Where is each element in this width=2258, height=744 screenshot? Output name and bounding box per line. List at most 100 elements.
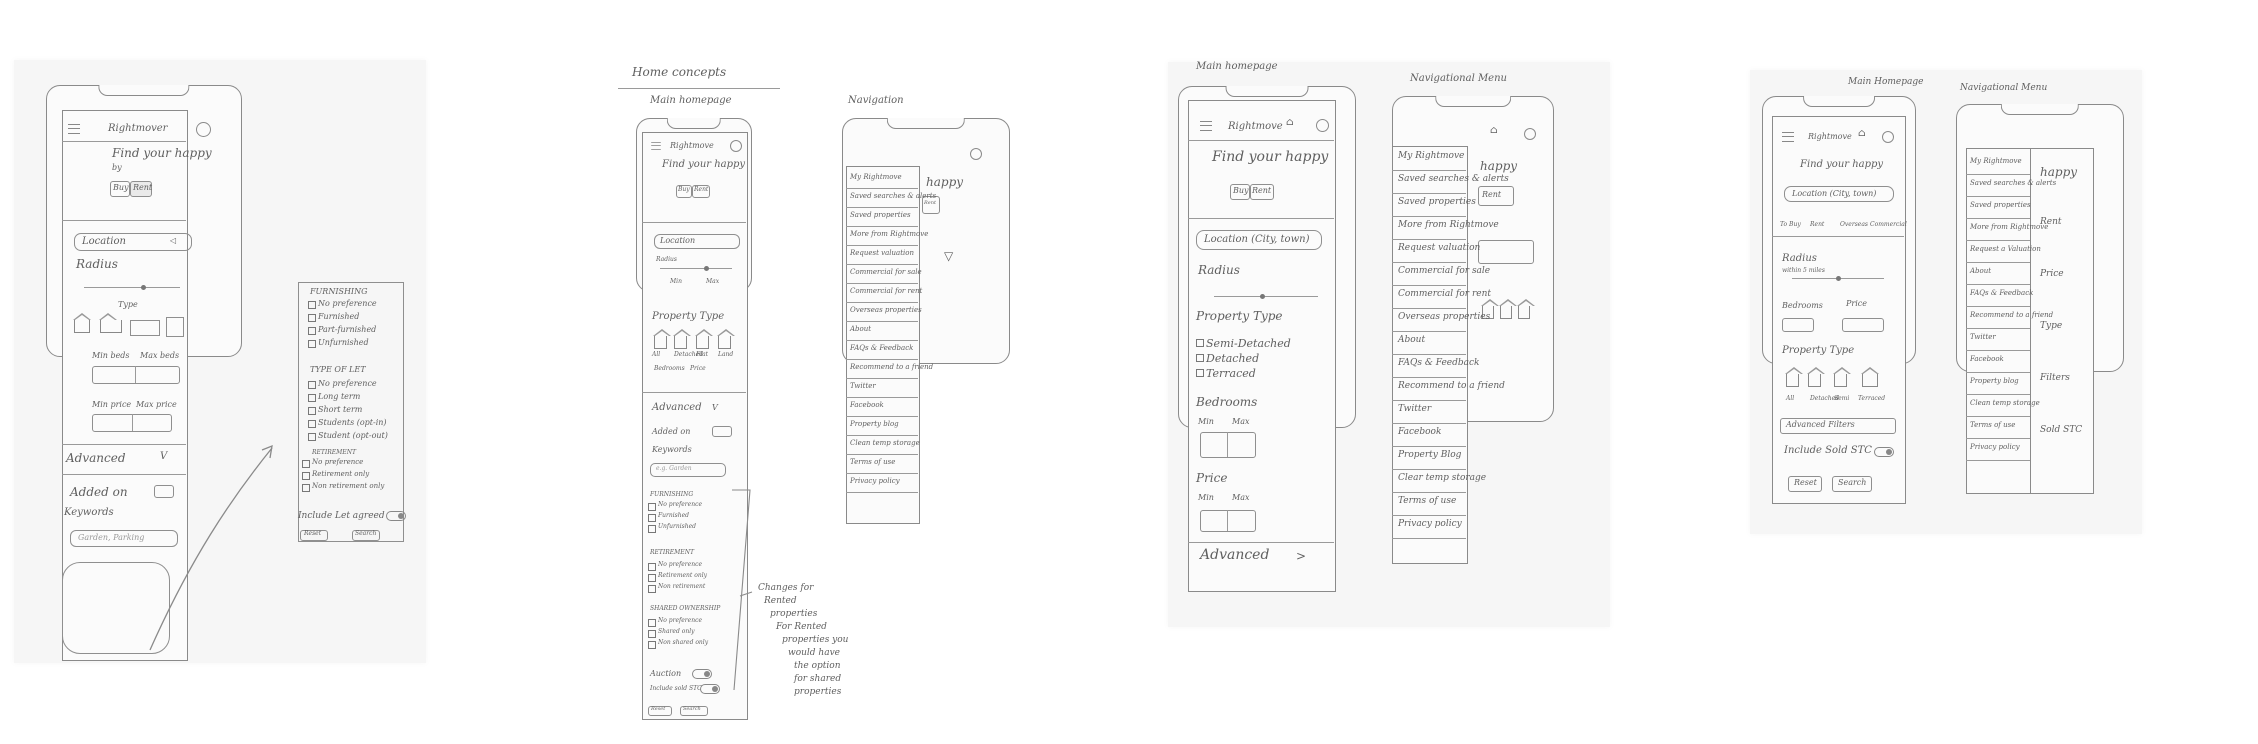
checkbox[interactable] xyxy=(1196,354,1204,362)
nav-menu-item[interactable]: Saved searches & alerts xyxy=(850,192,937,200)
nav-menu-item[interactable]: Twitter xyxy=(1398,404,1432,414)
nav-menu-item[interactable]: FAQs & Feedback xyxy=(1970,289,2034,297)
radius-slider[interactable] xyxy=(1214,296,1318,297)
house-icon[interactable] xyxy=(1517,299,1535,319)
checkbox[interactable] xyxy=(302,460,310,468)
house-terraced-icon[interactable] xyxy=(130,320,160,336)
search-button[interactable] xyxy=(680,706,708,716)
rent-toggle[interactable] xyxy=(692,185,710,198)
nav-menu-item[interactable]: Saved properties xyxy=(1398,197,1476,207)
rent-toggle[interactable] xyxy=(130,181,152,197)
nav-right-item[interactable]: happy xyxy=(2040,165,2078,179)
beds-stepper[interactable] xyxy=(92,366,180,384)
home-icon[interactable]: ⌂ xyxy=(1286,117,1294,128)
nav-menu-item[interactable]: Twitter xyxy=(1970,333,1996,341)
house-detached-icon[interactable] xyxy=(1807,367,1825,387)
home-icon[interactable]: ⌂ xyxy=(1858,128,1866,139)
buy-toggle[interactable] xyxy=(1230,184,1250,200)
radius-slider[interactable] xyxy=(84,287,180,288)
nav-menu-item[interactable]: Request valuation xyxy=(850,249,914,257)
nav-menu-item[interactable]: Privacy policy xyxy=(1970,443,2020,451)
reset-button[interactable] xyxy=(648,706,672,716)
location-input[interactable] xyxy=(1196,230,1322,250)
bedrooms-stepper[interactable] xyxy=(1782,318,1814,332)
checkbox[interactable] xyxy=(648,585,656,593)
reset-button[interactable] xyxy=(300,530,328,541)
nav-right-rent[interactable] xyxy=(922,196,940,214)
checkbox[interactable] xyxy=(648,503,656,511)
checkbox[interactable] xyxy=(648,641,656,649)
house-detached-icon[interactable] xyxy=(73,313,91,333)
nav-menu-item[interactable]: Facebook xyxy=(1398,427,1442,437)
nav-menu-item[interactable]: More from Rightmove xyxy=(1970,223,2049,231)
radius-slider[interactable] xyxy=(660,268,732,269)
menu-icon[interactable] xyxy=(651,142,661,150)
nav-menu-item[interactable]: Request a Valuation xyxy=(1970,245,2041,253)
nav-right-item[interactable]: Sold STC xyxy=(2040,425,2083,435)
nav-menu-item[interactable]: Saved properties xyxy=(1970,201,2031,209)
advanced-link[interactable]: Advanced xyxy=(1200,547,1270,563)
checkbox[interactable] xyxy=(648,563,656,571)
account-icon[interactable] xyxy=(730,140,742,152)
reset-button[interactable] xyxy=(1788,476,1822,492)
radius-slider-handle[interactable] xyxy=(1836,276,1841,281)
flat-icon[interactable] xyxy=(166,317,184,337)
checkbox[interactable] xyxy=(308,314,316,322)
account-icon[interactable] xyxy=(1316,119,1329,132)
nav-right-rent[interactable] xyxy=(1478,186,1514,206)
nav-menu-item[interactable]: My Rightmove xyxy=(1970,157,2022,165)
auction-toggle[interactable] xyxy=(692,669,712,679)
nav-menu-item[interactable]: Request valuation xyxy=(1398,243,1481,253)
nav-menu-item[interactable]: Twitter xyxy=(850,382,876,390)
checkbox[interactable] xyxy=(308,420,316,428)
nav-menu-item[interactable]: Recommend to a friend xyxy=(850,363,934,371)
chevron-down-icon[interactable]: V xyxy=(712,403,718,412)
advanced-filters-select[interactable] xyxy=(1780,418,1896,434)
nav-menu-item[interactable]: Terms of use xyxy=(850,458,896,466)
checkbox[interactable] xyxy=(308,340,316,348)
rent-toggle[interactable] xyxy=(1250,184,1274,200)
chevron-right-icon[interactable]: > xyxy=(1296,549,1307,563)
checkbox[interactable] xyxy=(1196,339,1204,347)
keywords-input[interactable] xyxy=(650,463,726,477)
nav-menu-item[interactable]: FAQs & Feedback xyxy=(850,344,914,352)
nav-menu-item[interactable]: More from Rightmove xyxy=(1398,220,1499,230)
buy-toggle[interactable] xyxy=(676,185,692,198)
location-input[interactable] xyxy=(1784,186,1894,202)
nav-right-item[interactable]: Type xyxy=(2040,321,2063,331)
checkbox[interactable] xyxy=(648,514,656,522)
house-icon[interactable] xyxy=(1481,299,1499,319)
nav-menu-item[interactable]: Terms of use xyxy=(1398,496,1457,506)
nav-menu-item[interactable]: Property Blog xyxy=(1398,450,1462,460)
nav-menu-item[interactable]: Terms of use xyxy=(1970,421,2016,429)
nav-menu-item[interactable]: Commercial for rent xyxy=(1398,289,1491,299)
nav-menu-item[interactable]: Privacy policy xyxy=(1398,519,1462,529)
chevron-down-icon[interactable]: V xyxy=(160,451,168,462)
nav-menu-item[interactable]: Property blog xyxy=(1970,377,2019,385)
bedrooms-stepper[interactable] xyxy=(1200,432,1256,458)
include-let-toggle[interactable] xyxy=(386,511,406,521)
nav-menu-item[interactable]: About xyxy=(850,325,872,333)
include-sold-toggle[interactable] xyxy=(700,684,720,694)
nav-menu-item[interactable]: More from Rightmove xyxy=(850,230,929,238)
nav-menu-item[interactable]: About xyxy=(1970,267,1992,275)
checkbox[interactable] xyxy=(302,484,310,492)
house-all-icon[interactable] xyxy=(653,329,671,349)
nav-menu-item[interactable]: Saved searches & alerts xyxy=(1398,174,1509,184)
nav-menu-item[interactable]: Clear temp storage xyxy=(1398,473,1487,483)
account-icon[interactable] xyxy=(1524,128,1536,140)
location-input[interactable] xyxy=(74,233,192,251)
checkbox[interactable] xyxy=(1196,369,1204,377)
house-all-icon[interactable] xyxy=(1785,367,1803,387)
checkbox[interactable] xyxy=(648,630,656,638)
nav-menu-item[interactable]: Commercial for sale xyxy=(1398,266,1491,276)
account-icon[interactable] xyxy=(1882,131,1894,143)
nav-menu-item[interactable]: Commercial for sale xyxy=(850,268,922,276)
search-button[interactable] xyxy=(352,530,380,541)
house-detached-icon[interactable] xyxy=(673,329,691,349)
nav-menu-item[interactable]: Saved searches & alerts xyxy=(1970,179,2057,187)
nav-menu-item[interactable]: Facebook xyxy=(1970,355,2004,363)
added-on-select[interactable] xyxy=(712,426,732,437)
tab[interactable]: Overseas xyxy=(1840,221,1869,228)
checkbox[interactable] xyxy=(648,619,656,627)
